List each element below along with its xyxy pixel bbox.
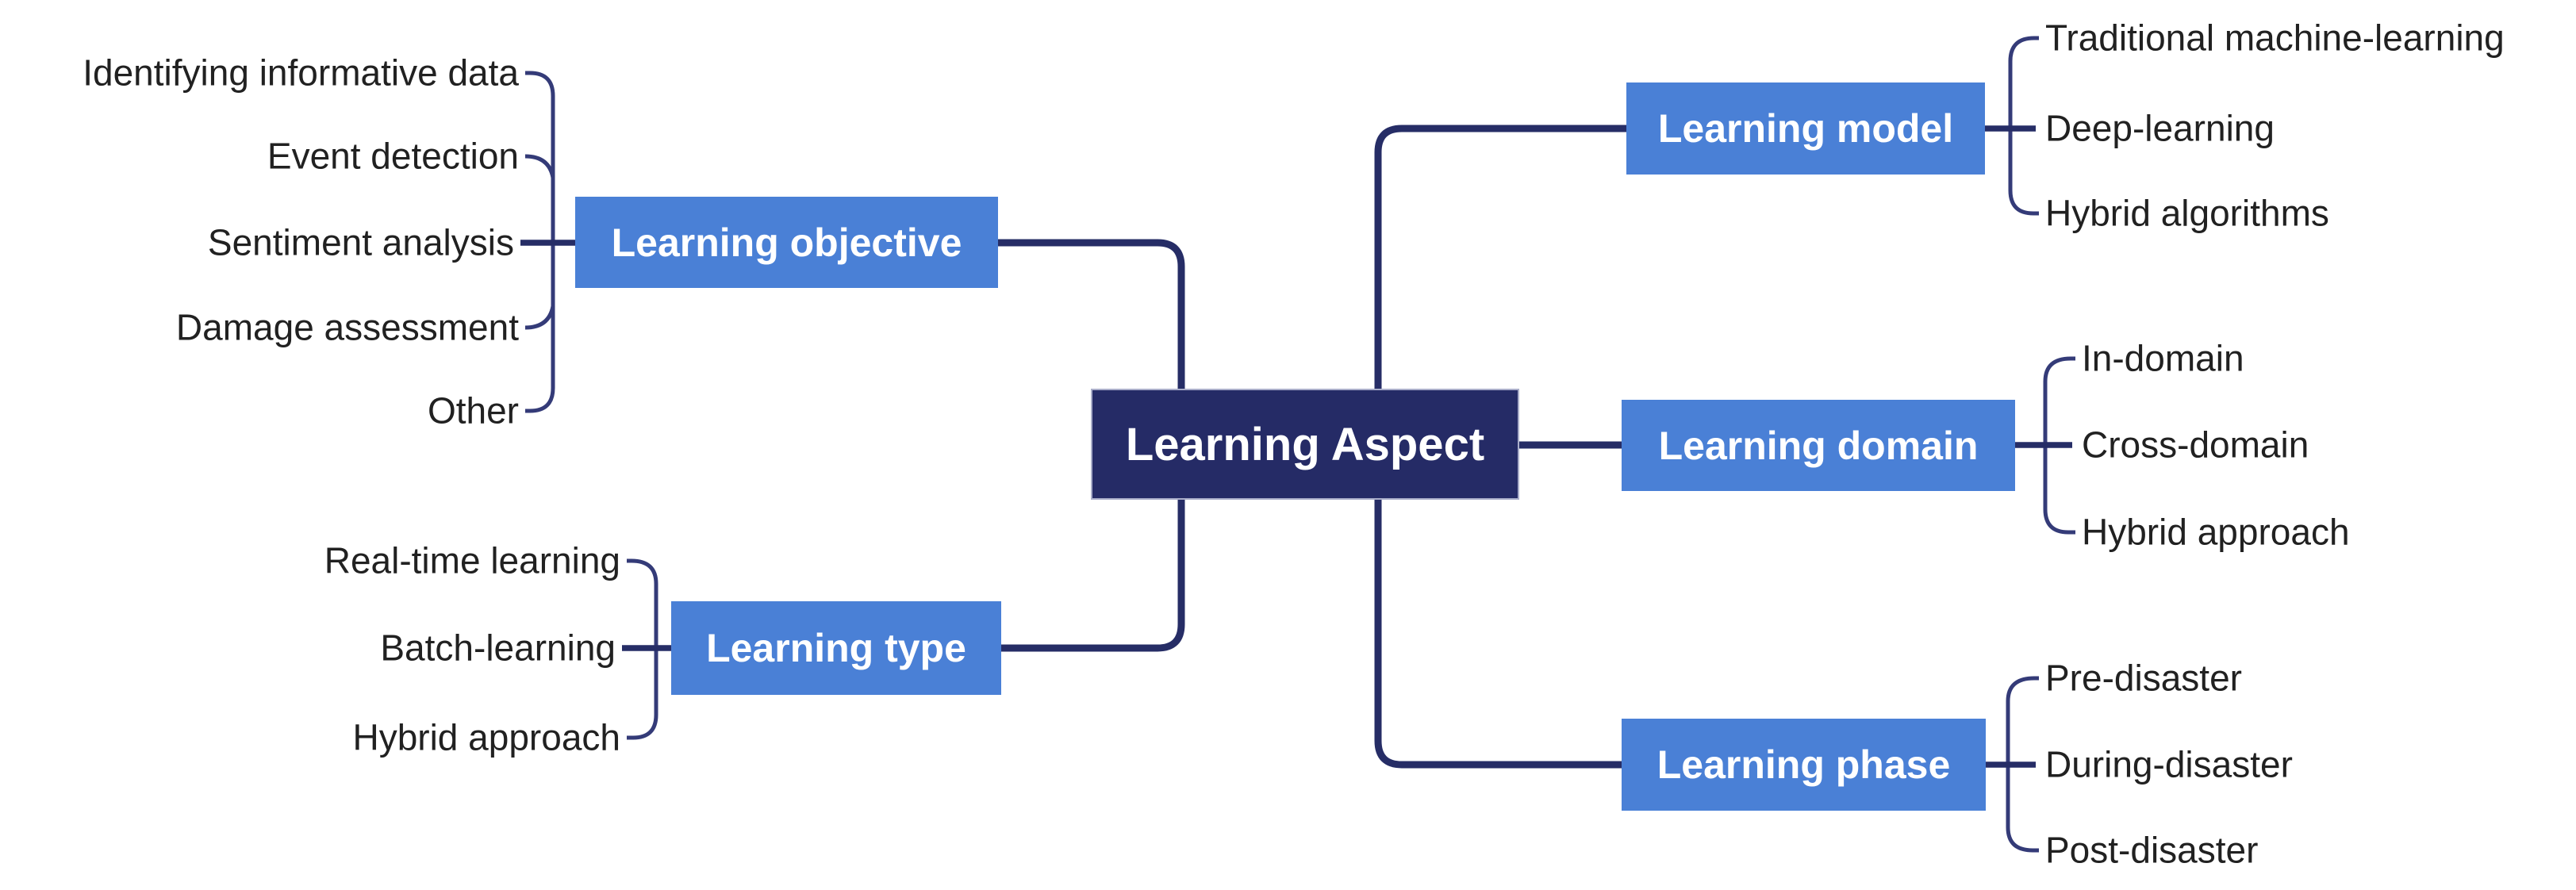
branch-label: Learning phase bbox=[1657, 742, 1951, 787]
bracket-objective-hook-event bbox=[524, 154, 555, 178]
leaf-real-time-learning: Real-time learning bbox=[324, 539, 620, 581]
leaf-identifying-informative-data: Identifying informative data bbox=[83, 52, 519, 94]
leaf-during-disaster: During-disaster bbox=[2045, 743, 2293, 785]
connector-type-to-center bbox=[1001, 496, 1185, 652]
branch-node-learning-phase: Learning phase bbox=[1622, 719, 1986, 811]
leaf-sentiment-analysis: Sentiment analysis bbox=[207, 221, 514, 263]
branch-label: Learning model bbox=[1657, 106, 1954, 151]
leaf-hybrid-approach-domain: Hybrid approach bbox=[2082, 511, 2350, 553]
center-node-label: Learning Aspect bbox=[1125, 418, 1485, 470]
leaf-in-domain: In-domain bbox=[2082, 337, 2244, 379]
branch-label: Learning domain bbox=[1658, 423, 1979, 468]
branch-node-learning-model: Learning model bbox=[1626, 82, 1985, 175]
connector-objective-to-center bbox=[998, 239, 1185, 393]
leaf-batch-learning: Batch-learning bbox=[380, 627, 616, 669]
leaf-pre-disaster: Pre-disaster bbox=[2045, 657, 2242, 699]
branch-node-learning-objective: Learning objective bbox=[575, 197, 998, 288]
leaf-hybrid-algorithms: Hybrid algorithms bbox=[2045, 192, 2329, 234]
branch-label: Learning objective bbox=[611, 220, 962, 265]
branch-node-learning-type: Learning type bbox=[671, 601, 1001, 695]
leaf-hybrid-approach-type: Hybrid approach bbox=[352, 716, 620, 758]
bracket-objective-hook-damage bbox=[524, 305, 555, 330]
connector-center-to-phase bbox=[1374, 496, 1622, 769]
branch-node-learning-domain: Learning domain bbox=[1622, 400, 2015, 491]
leaf-other: Other bbox=[427, 389, 519, 432]
connector-center-to-model bbox=[1374, 125, 1626, 393]
center-node-learning-aspect: Learning Aspect bbox=[1091, 389, 1519, 500]
leaf-traditional-machine-learning: Traditional machine-learning bbox=[2045, 17, 2505, 59]
leaf-post-disaster: Post-disaster bbox=[2045, 829, 2259, 871]
leaf-deep-learning: Deep-learning bbox=[2045, 107, 2275, 149]
leaf-damage-assessment: Damage assessment bbox=[175, 306, 519, 348]
leaf-cross-domain: Cross-domain bbox=[2082, 424, 2309, 466]
branch-label: Learning type bbox=[706, 626, 966, 670]
leaf-event-detection: Event detection bbox=[267, 135, 519, 177]
